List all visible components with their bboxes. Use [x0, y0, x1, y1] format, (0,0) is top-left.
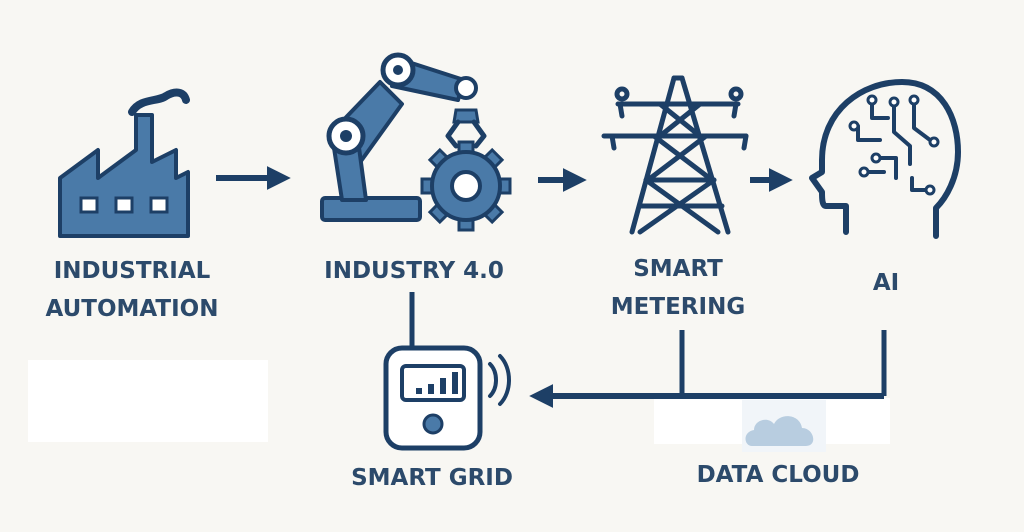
- cloud-icon: [742, 400, 826, 452]
- label-ai: AI: [873, 270, 899, 296]
- label-industry-4: INDUSTRY 4.0: [324, 258, 504, 284]
- label-industrial-automation-line2: AUTOMATION: [46, 296, 219, 322]
- factory-icon: [58, 88, 190, 238]
- gear-icon: [420, 140, 512, 232]
- label-industrial-automation-line1: INDUSTRIAL: [54, 258, 211, 284]
- label-smart-metering-line2: METERING: [611, 294, 745, 320]
- label-smart-metering-line1: SMART: [633, 256, 723, 282]
- smart-meter-device-icon: [383, 292, 511, 451]
- label-data-cloud: DATA CLOUD: [697, 462, 860, 488]
- label-smart-grid: SMART GRID: [351, 465, 513, 491]
- power-pylon-icon: [601, 75, 749, 235]
- ai-head-icon: [809, 79, 961, 239]
- robot-arm-gear-icon: [320, 52, 512, 232]
- white-patch: [28, 360, 268, 442]
- connector-metering-ai-to-grid: [529, 330, 887, 408]
